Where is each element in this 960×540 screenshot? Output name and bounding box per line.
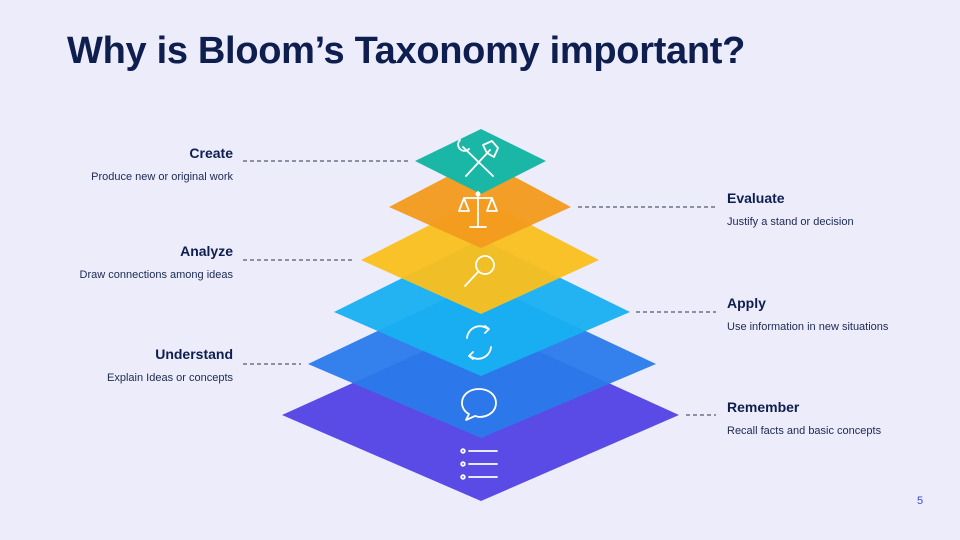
page-number: 5 xyxy=(917,495,924,507)
level-description: Produce new or original work xyxy=(91,171,233,183)
magnifier-icon xyxy=(464,255,495,287)
level-title: Remember xyxy=(727,399,800,415)
label-analyze: Analyze Draw connections among ideas xyxy=(80,243,233,281)
scales-icon xyxy=(458,191,498,228)
label-remember: Remember Recall facts and basic concepts xyxy=(727,399,881,437)
tools-icon xyxy=(457,139,499,177)
level-title: Analyze xyxy=(180,243,233,259)
level-description: Explain Ideas or concepts xyxy=(107,372,233,384)
level-description: Recall facts and basic concepts xyxy=(727,425,882,437)
level-description: Justify a stand or decision xyxy=(727,216,854,228)
speech-bubble-icon xyxy=(461,388,497,421)
level-description: Use information in new situations xyxy=(727,321,889,333)
level-description: Draw connections among ideas xyxy=(79,269,233,281)
bullet-list-icon xyxy=(460,448,498,480)
label-evaluate: Evaluate Justify a stand or decision xyxy=(727,190,854,228)
slide-title: Why is Bloom’s Taxonomy important? xyxy=(67,30,746,72)
level-title: Apply xyxy=(727,295,766,311)
label-apply: Apply Use information in new situations xyxy=(727,295,888,333)
cycle-arrows-icon xyxy=(466,325,492,360)
layer-evaluate xyxy=(389,159,571,248)
label-understand: Understand Explain Ideas or concepts xyxy=(107,346,233,384)
level-title: Understand xyxy=(155,346,233,362)
label-create: Create Produce new or original work xyxy=(91,145,233,183)
level-title: Evaluate xyxy=(727,190,785,206)
level-title: Create xyxy=(189,145,233,161)
